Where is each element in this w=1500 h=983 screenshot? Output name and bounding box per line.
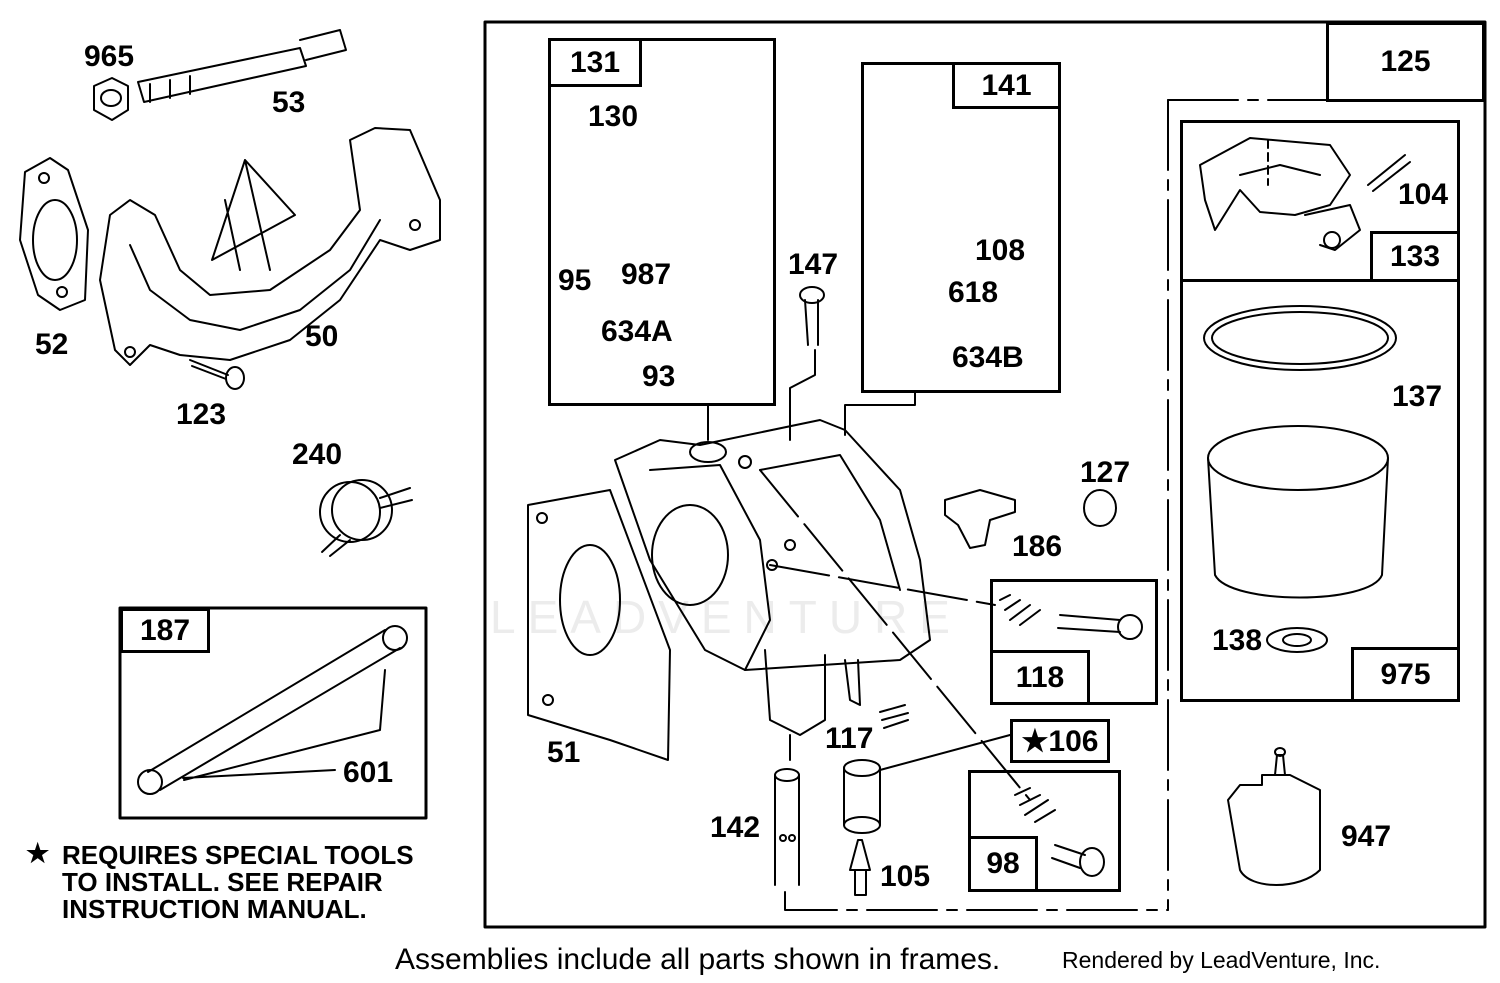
frame-label-141: 141 (952, 62, 1061, 109)
part-50-intake (99, 127, 441, 366)
label-104: 104 (1398, 178, 1449, 211)
part-947-solenoid (1227, 747, 1321, 886)
label-93: 93 (642, 360, 676, 393)
label-142: 142 (710, 811, 761, 844)
rendered-by-credit: Rendered by LeadVenture, Inc. (1062, 947, 1381, 973)
label-601: 601 (343, 756, 394, 789)
label-634b: 634B (952, 341, 1024, 374)
label-240: 240 (292, 438, 343, 471)
note-line-2: TO INSTALL. SEE REPAIR (62, 867, 383, 897)
leader-118 (769, 564, 996, 606)
label-95: 95 (558, 264, 592, 297)
leader-bottom (784, 891, 1169, 911)
note-line-1: REQUIRES SPECIAL TOOLS (62, 840, 414, 870)
frame-label-118: 118 (990, 650, 1090, 705)
frame-label-187: 187 (120, 608, 210, 653)
frame-98 (968, 770, 1121, 892)
part-fuel-line (137, 625, 408, 795)
label-130: 130 (588, 100, 639, 133)
part-186-elbow (944, 489, 1016, 549)
label-965: 965 (84, 40, 135, 73)
frame-label-131: 131 (548, 38, 642, 87)
part-147-screw (799, 286, 825, 346)
label-51: 51 (547, 736, 581, 769)
label-186: 186 (1012, 530, 1063, 563)
part-965-nut (93, 77, 129, 121)
part-240-filter (319, 479, 413, 557)
main-assembly-frame (483, 20, 1487, 929)
frame-133-parts (1199, 137, 1411, 251)
label-123: 123 (176, 398, 227, 431)
part-51-gasket (527, 489, 671, 761)
frame-975 (1180, 279, 1460, 702)
frame-label-125: 125 (1326, 22, 1485, 102)
label-52: 52 (35, 328, 69, 361)
part-52-gasket (19, 157, 89, 311)
part-105-needle (849, 839, 871, 896)
note-line-3: INSTRUCTION MANUAL. (62, 894, 367, 924)
label-147: 147 (788, 248, 839, 281)
frame-label-133: 133 (1370, 231, 1460, 282)
frame-187 (118, 606, 428, 820)
frame-975-parts (1203, 305, 1397, 653)
label-117: 117 (825, 722, 874, 755)
leader-106 (879, 734, 1011, 771)
frame-label-975: 975 (1351, 647, 1460, 702)
label-634a: 634A (601, 315, 673, 348)
frame-141 (861, 62, 1061, 393)
label-50: 50 (305, 320, 339, 353)
frame-118-parts (999, 594, 1143, 640)
part-117-spring (879, 704, 909, 729)
part-127-plug (1083, 489, 1117, 527)
frame-label-98: 98 (968, 836, 1038, 892)
label-947: 947 (1341, 820, 1392, 853)
frame-131 (548, 38, 776, 406)
frame-label-106: ★106 (1010, 719, 1110, 763)
label-138: 138 (1212, 624, 1263, 657)
part-142-tube (774, 768, 800, 886)
part-123-screw (189, 359, 245, 390)
label-987: 987 (621, 258, 672, 291)
label-108: 108 (975, 234, 1026, 267)
label-127: 127 (1080, 456, 1131, 489)
label-618: 618 (948, 276, 999, 309)
star-icon: ★ (26, 838, 50, 868)
label-105: 105 (880, 860, 931, 893)
assemblies-footer: Assemblies include all parts shown in fr… (395, 943, 1001, 976)
part-53-fitting (137, 29, 347, 103)
carburetor-body (614, 419, 931, 736)
part-106-seat (843, 759, 881, 834)
label-137: 137 (1392, 380, 1443, 413)
leader-98 (759, 469, 1031, 801)
frame-98-parts (1014, 787, 1105, 877)
label-53: 53 (272, 86, 306, 119)
leader-147 (789, 349, 816, 441)
